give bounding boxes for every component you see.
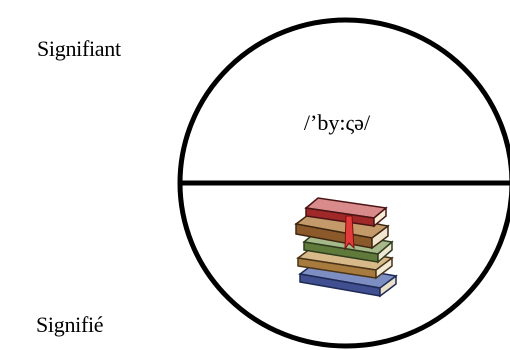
stack-of-books-icon (294, 197, 398, 298)
signifie-label: Signifié (36, 312, 104, 337)
phonetic-transcription: /’by:ςə/ (304, 110, 371, 135)
signifiant-label: Signifiant (37, 36, 121, 61)
